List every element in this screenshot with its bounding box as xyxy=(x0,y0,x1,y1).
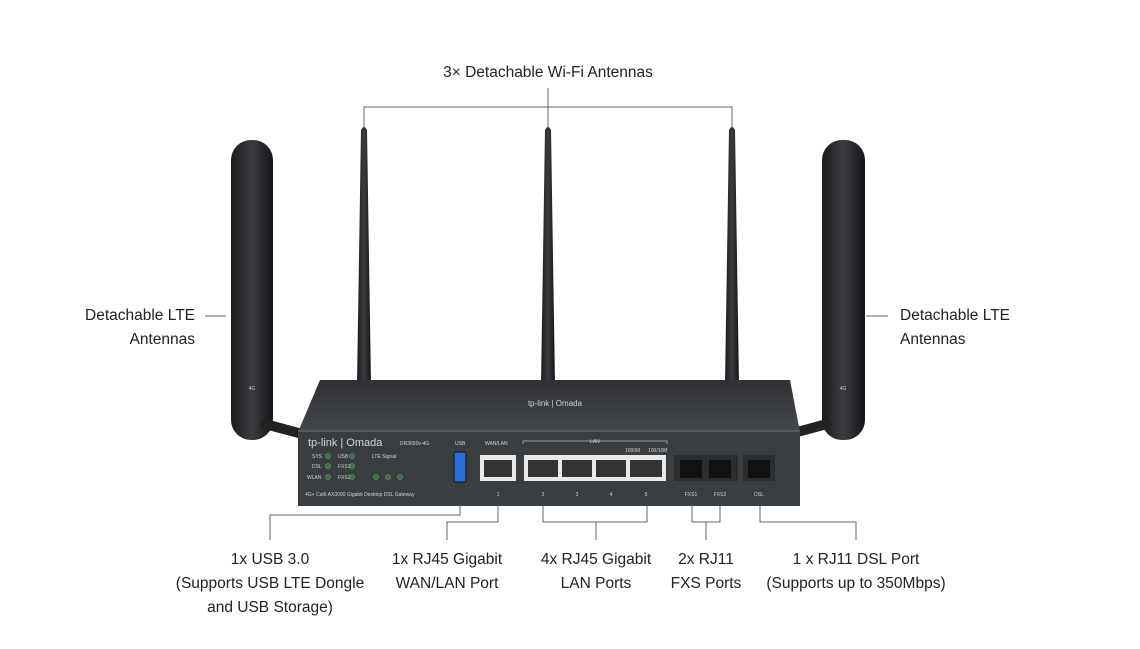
svg-text:FXS2: FXS2 xyxy=(338,475,351,481)
svg-text:100/10M: 100/10M xyxy=(648,448,667,454)
rj11-ports xyxy=(674,455,775,481)
antenna-label: 4G xyxy=(249,386,256,392)
wifi-antennas xyxy=(357,127,739,385)
usb-port xyxy=(453,451,467,483)
svg-text:LTE Signal: LTE Signal xyxy=(372,454,396,460)
svg-text:3: 3 xyxy=(576,492,579,498)
svg-text:FXS1: FXS1 xyxy=(685,492,698,498)
top-logo: tp-link | Omada xyxy=(528,399,583,408)
svg-text:DSL: DSL xyxy=(754,492,764,498)
svg-text:4: 4 xyxy=(610,492,613,498)
svg-text:LAN: LAN xyxy=(590,439,600,445)
svg-text:WLAN: WLAN xyxy=(307,475,322,481)
svg-text:FXS1: FXS1 xyxy=(338,464,351,470)
antenna-label: 4G xyxy=(840,386,847,392)
svg-text:SYS: SYS xyxy=(312,454,323,460)
model-label: DR3650v-4G xyxy=(400,441,429,447)
port-labels: 1 2 3 4 5 FXS1 FXS2 DSL xyxy=(497,492,764,498)
svg-text:DSL: DSL xyxy=(312,464,322,470)
callout-wifi-antennas: 3× Detachable Wi-Fi Antennas xyxy=(443,64,653,81)
svg-text:FXS2: FXS2 xyxy=(714,492,727,498)
status-leds xyxy=(325,453,403,480)
callout-dsl: 1 x RJ11 DSL Port(Supports up to 350Mbps… xyxy=(766,551,946,592)
router-body: tp-link | Omada tp-link | Omada DR3650v-… xyxy=(298,380,800,506)
svg-text:WAN/LAN: WAN/LAN xyxy=(485,441,508,447)
lte-antennas: 4G 4G xyxy=(231,140,865,440)
description-label: 4G+ Cat6 AX3000 Gigabit Desktop DSL Gate… xyxy=(305,492,415,498)
svg-text:1: 1 xyxy=(497,492,500,498)
svg-text:5: 5 xyxy=(645,492,648,498)
front-logo: tp-link | Omada xyxy=(308,437,383,449)
svg-text:2: 2 xyxy=(542,492,545,498)
svg-text:USB: USB xyxy=(338,454,349,460)
svg-text:1000M: 1000M xyxy=(625,448,640,454)
led-labels: SYS USB DSL FXS1 WLAN FXS2 LTE Signal xyxy=(307,454,396,481)
svg-text:USB: USB xyxy=(455,441,466,447)
